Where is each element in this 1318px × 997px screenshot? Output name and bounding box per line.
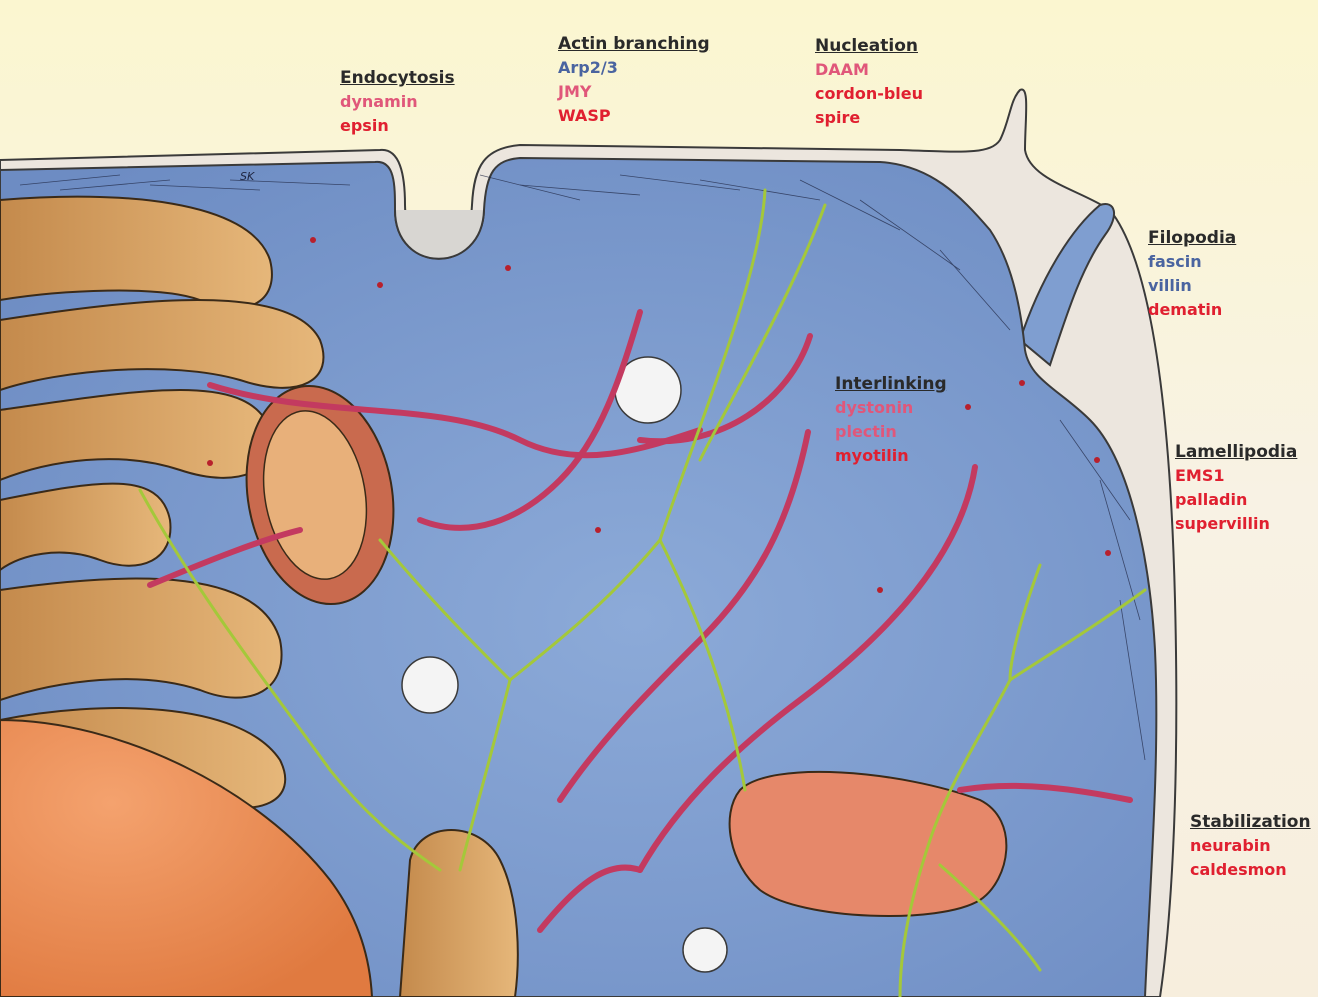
label-heading: Lamellipodia — [1175, 440, 1297, 464]
protein-label: JMY — [558, 80, 710, 104]
protein-label: epsin — [340, 114, 455, 138]
label-heading: Actin branching — [558, 32, 710, 56]
protein-label: fascin — [1148, 250, 1236, 274]
protein-label: dynamin — [340, 90, 455, 114]
protein-label: dematin — [1148, 298, 1236, 322]
label-heading: Interlinking — [835, 372, 947, 396]
label-actin-branching: Actin branching Arp2/3 JMY WASP — [558, 32, 710, 128]
protein-label: Arp2/3 — [558, 56, 710, 80]
label-nucleation: Nucleation DAAM cordon-bleu spire — [815, 34, 923, 130]
vesicle — [683, 928, 727, 972]
protein-label: myotilin — [835, 444, 947, 468]
protein-label: DAAM — [815, 58, 923, 82]
protein-label: villin — [1148, 274, 1236, 298]
protein-label: supervillin — [1175, 512, 1297, 536]
label-stabilization: Stabilization neurabin caldesmon — [1190, 810, 1311, 882]
label-heading: Stabilization — [1190, 810, 1311, 834]
protein-label: EMS1 — [1175, 464, 1297, 488]
label-lamellipodia: Lamellipodia EMS1 palladin supervillin — [1175, 440, 1297, 536]
protein-label: plectin — [835, 420, 947, 444]
protein-label: cordon-bleu — [815, 82, 923, 106]
label-endocytosis: Endocytosis dynamin epsin — [340, 66, 455, 138]
protein-label: spire — [815, 106, 923, 130]
protein-label: dystonin — [835, 396, 947, 420]
protein-label: neurabin — [1190, 834, 1311, 858]
protein-label: WASP — [558, 104, 710, 128]
protein-label: caldesmon — [1190, 858, 1311, 882]
label-heading: Endocytosis — [340, 66, 455, 90]
artist-signature: SK — [240, 170, 254, 183]
protein-label: palladin — [1175, 488, 1297, 512]
label-heading: Nucleation — [815, 34, 923, 58]
vesicle — [402, 657, 458, 713]
label-filopodia: Filopodia fascin villin dematin — [1148, 226, 1236, 322]
label-heading: Filopodia — [1148, 226, 1236, 250]
label-interlinking: Interlinking dystonin plectin myotilin — [835, 372, 947, 468]
